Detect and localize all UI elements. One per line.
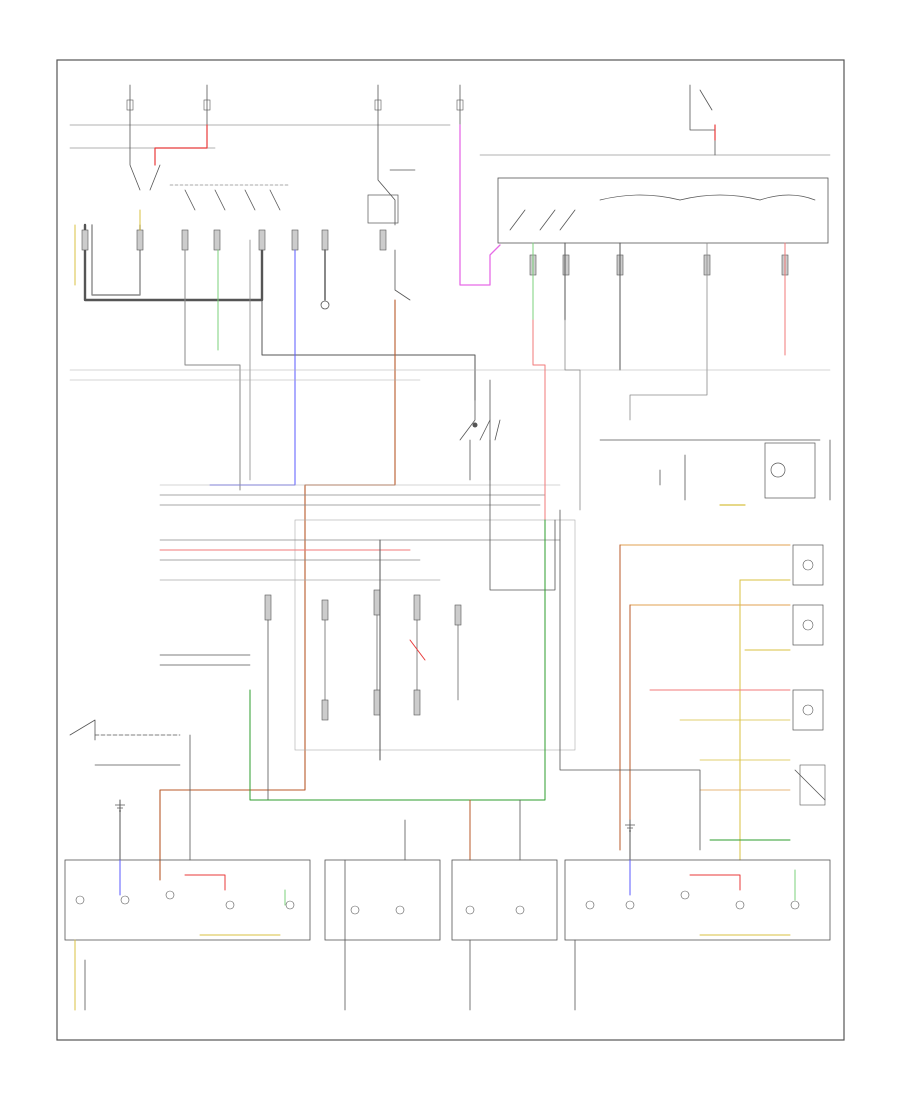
switch-module-box (497, 177, 829, 244)
wire-red-top (154, 124, 208, 166)
left-vertical-wires (184, 239, 476, 491)
right-lamp-group (599, 439, 831, 506)
bottom-left-module (64, 799, 311, 1011)
ground-icon (115, 804, 635, 832)
right-socket-column (619, 544, 826, 861)
horizontal-bus (69, 369, 831, 506)
middle-cluster (159, 379, 701, 851)
left-harness (74, 209, 387, 302)
wire-green-bus (249, 519, 546, 801)
bulb-icon (770, 462, 786, 478)
fuse-3-icon (374, 84, 382, 126)
diagram-border (56, 59, 845, 1041)
top-right-module (479, 84, 831, 421)
bottom-center-right-module (451, 799, 558, 1011)
fuse-1-icon (126, 84, 134, 126)
fuse-4-icon (456, 84, 464, 126)
wire-brown-main (159, 299, 396, 881)
bottom-center-left-module (324, 819, 441, 1011)
fuse-2-icon (203, 84, 211, 126)
center-switch (159, 124, 416, 881)
center-relay (459, 399, 501, 481)
wire-pink-center (532, 319, 546, 521)
wire-magenta (459, 124, 501, 286)
bottom-right-module (564, 819, 831, 1011)
top-left-fuse-block (69, 84, 464, 211)
left-connector-lines (69, 654, 251, 861)
